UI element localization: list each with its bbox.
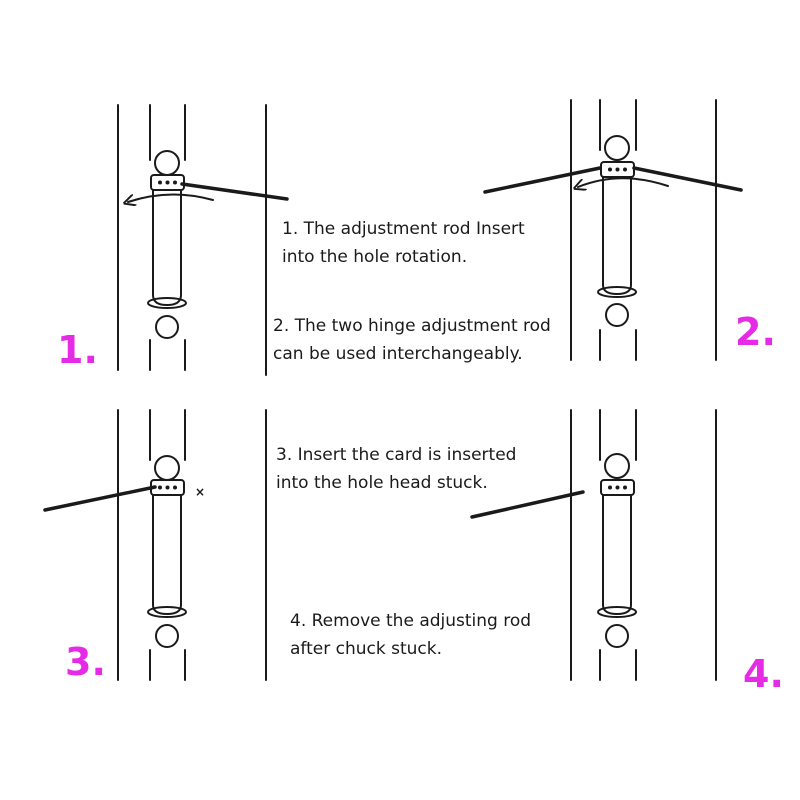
instruction-4-line-1: 4. Remove the adjusting rod	[290, 611, 532, 631]
step-number-4: 4.	[743, 652, 784, 696]
step-number-2: 2.	[735, 310, 776, 354]
step-number-1: 1.	[57, 328, 98, 372]
panel-2-hinge	[483, 135, 743, 327]
instruction-2: 2. The two hinge adjustment rod can be u…	[273, 312, 551, 368]
instruction-4: 4. Remove the adjusting rod after chuck …	[290, 607, 531, 663]
panel-1-hinge	[128, 150, 289, 339]
instruction-1: 1. The adjustment rod Insert into the ho…	[282, 215, 525, 271]
step-number-3: 3.	[65, 640, 106, 684]
instruction-2-line-2: can be used interchangeably.	[273, 344, 523, 364]
panel-4-hinge	[470, 453, 637, 648]
panel-3-frame-lines	[117, 409, 267, 681]
instruction-2-line-1: 2. The two hinge adjustment rod	[273, 316, 551, 336]
panel-4-frame-lines	[570, 409, 717, 681]
instruction-3: 3. Insert the card is inserted into the …	[276, 441, 516, 497]
instruction-4-line-2: after chuck stuck.	[290, 639, 443, 659]
instruction-1-line-1: 1. The adjustment rod Insert	[282, 219, 525, 239]
panel-1-frame-lines	[117, 104, 267, 376]
panel-3-hinge	[43, 455, 187, 648]
instruction-3-line-1: 3. Insert the card is inserted	[276, 445, 517, 465]
instruction-3-line-2: into the hole head stuck.	[276, 473, 488, 493]
instruction-1-line-2: into the hole rotation.	[282, 247, 468, 267]
panel-3-x-marker: ×	[195, 485, 205, 499]
panel-2-frame-lines	[570, 99, 717, 361]
